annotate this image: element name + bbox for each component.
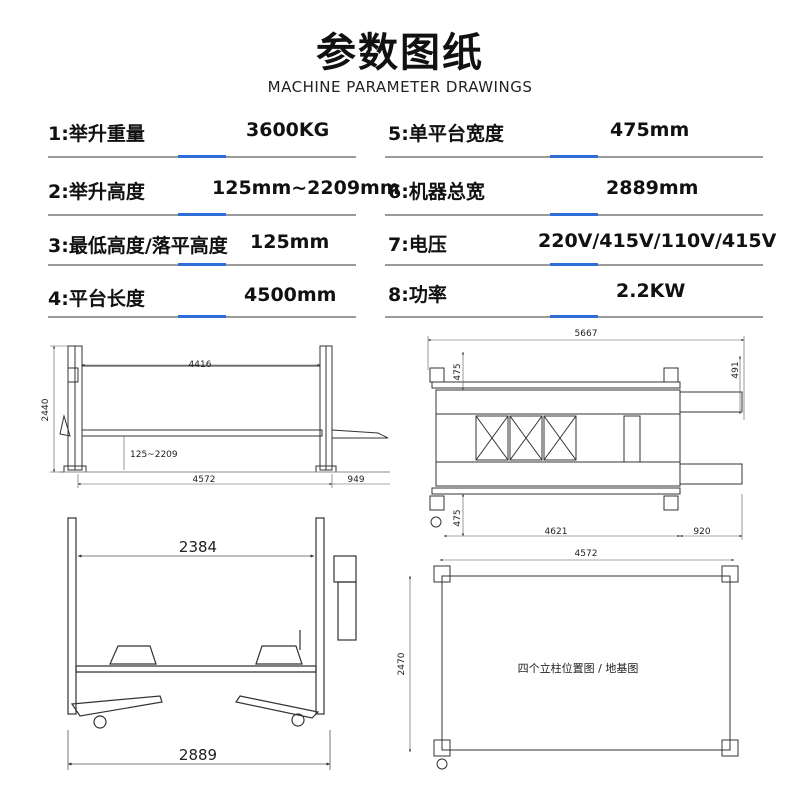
param-value-4: 4500mm — [244, 284, 337, 306]
page-title: 参数图纸 — [316, 30, 484, 76]
top-post-2 — [663, 367, 679, 383]
side-platform — [81, 429, 323, 437]
top-jack-trays — [475, 415, 577, 461]
front-right-ramp — [235, 695, 320, 719]
foundation-post-4 — [721, 739, 739, 757]
param-label-7: 7:电压 — [388, 234, 447, 256]
param-value-3: 125mm — [250, 231, 330, 253]
param-label-5: 5:单平台宽度 — [388, 123, 504, 145]
side-total-length: 4572 — [193, 475, 216, 485]
foundation-post-1 — [433, 565, 451, 583]
param-divider-8 — [385, 315, 763, 318]
top-side-width: 491 — [731, 361, 741, 378]
top-platform-width-top: 475 — [453, 363, 463, 380]
param-value-2: 125mm~2209mm — [212, 177, 400, 199]
param-label-3: 3:最低高度/落平高度 — [48, 235, 228, 257]
param-value-7: 220V/415V/110V/415V — [538, 230, 777, 252]
top-post-3 — [429, 495, 445, 511]
side-view-drawing — [50, 345, 390, 488]
foundation-view-drawing — [408, 558, 739, 770]
param-divider-1 — [48, 155, 356, 158]
param-divider-6 — [385, 213, 763, 216]
foundation-width: 2470 — [397, 652, 407, 675]
top-total-length: 5667 — [575, 329, 598, 339]
param-label-1: 1:举升重量 — [48, 123, 145, 145]
front-left-tyre-plate — [109, 645, 157, 665]
side-height: 2440 — [41, 398, 51, 421]
top-platform-1 — [435, 389, 681, 415]
param-divider-7 — [385, 263, 763, 266]
side-ramp — [331, 429, 389, 439]
front-left-wheel — [93, 715, 107, 729]
side-lift-range: 125~2209 — [130, 450, 178, 460]
top-view-drawing — [427, 336, 745, 540]
top-run-length: 4621 — [545, 527, 568, 537]
foundation-caption: 四个立柱位置图 / 地基图 — [518, 661, 639, 675]
foundation-post-3 — [433, 739, 451, 757]
param-divider-3 — [48, 263, 356, 266]
front-inner-width: 2384 — [179, 538, 217, 556]
param-value-1: 3600KG — [246, 119, 330, 141]
side-power-unit — [67, 367, 79, 383]
front-right-tyre-plate — [255, 645, 303, 665]
side-ramp-length: 949 — [347, 475, 364, 485]
top-platform-2 — [435, 461, 681, 487]
param-value-5: 475mm — [610, 119, 690, 141]
param-value-8: 2.2KW — [616, 280, 686, 302]
front-right-wheel — [291, 713, 305, 727]
top-post-1 — [429, 367, 445, 383]
param-divider-4 — [48, 315, 356, 318]
param-divider-5 — [385, 155, 763, 158]
top-ramp-length: 920 — [693, 527, 710, 537]
front-left-ramp — [70, 695, 163, 717]
param-label-4: 4:平台长度 — [48, 288, 145, 310]
front-total-width: 2889 — [179, 746, 217, 764]
front-motor — [333, 555, 357, 583]
top-center-slider — [623, 415, 641, 463]
param-label-6: 6:机器总宽 — [388, 181, 485, 203]
foundation-post-2 — [721, 565, 739, 583]
front-platform-beam — [75, 665, 317, 673]
top-platform-width-bottom: 475 — [453, 509, 463, 526]
foundation-length: 4572 — [575, 549, 598, 559]
side-inner-length: 4416 — [189, 360, 212, 370]
front-view-drawing — [67, 517, 357, 770]
foundation-outline — [441, 575, 731, 751]
page-subtitle: MACHINE PARAMETER DRAWINGS — [267, 78, 533, 96]
top-post-4 — [663, 495, 679, 511]
param-label-2: 2:举升高度 — [48, 181, 145, 203]
front-left-column — [67, 517, 77, 715]
front-right-column — [315, 517, 325, 715]
front-oil-tank — [337, 581, 357, 641]
param-value-6: 2889mm — [606, 177, 699, 199]
param-label-8: 8:功率 — [388, 284, 447, 306]
param-divider-2 — [48, 213, 356, 216]
